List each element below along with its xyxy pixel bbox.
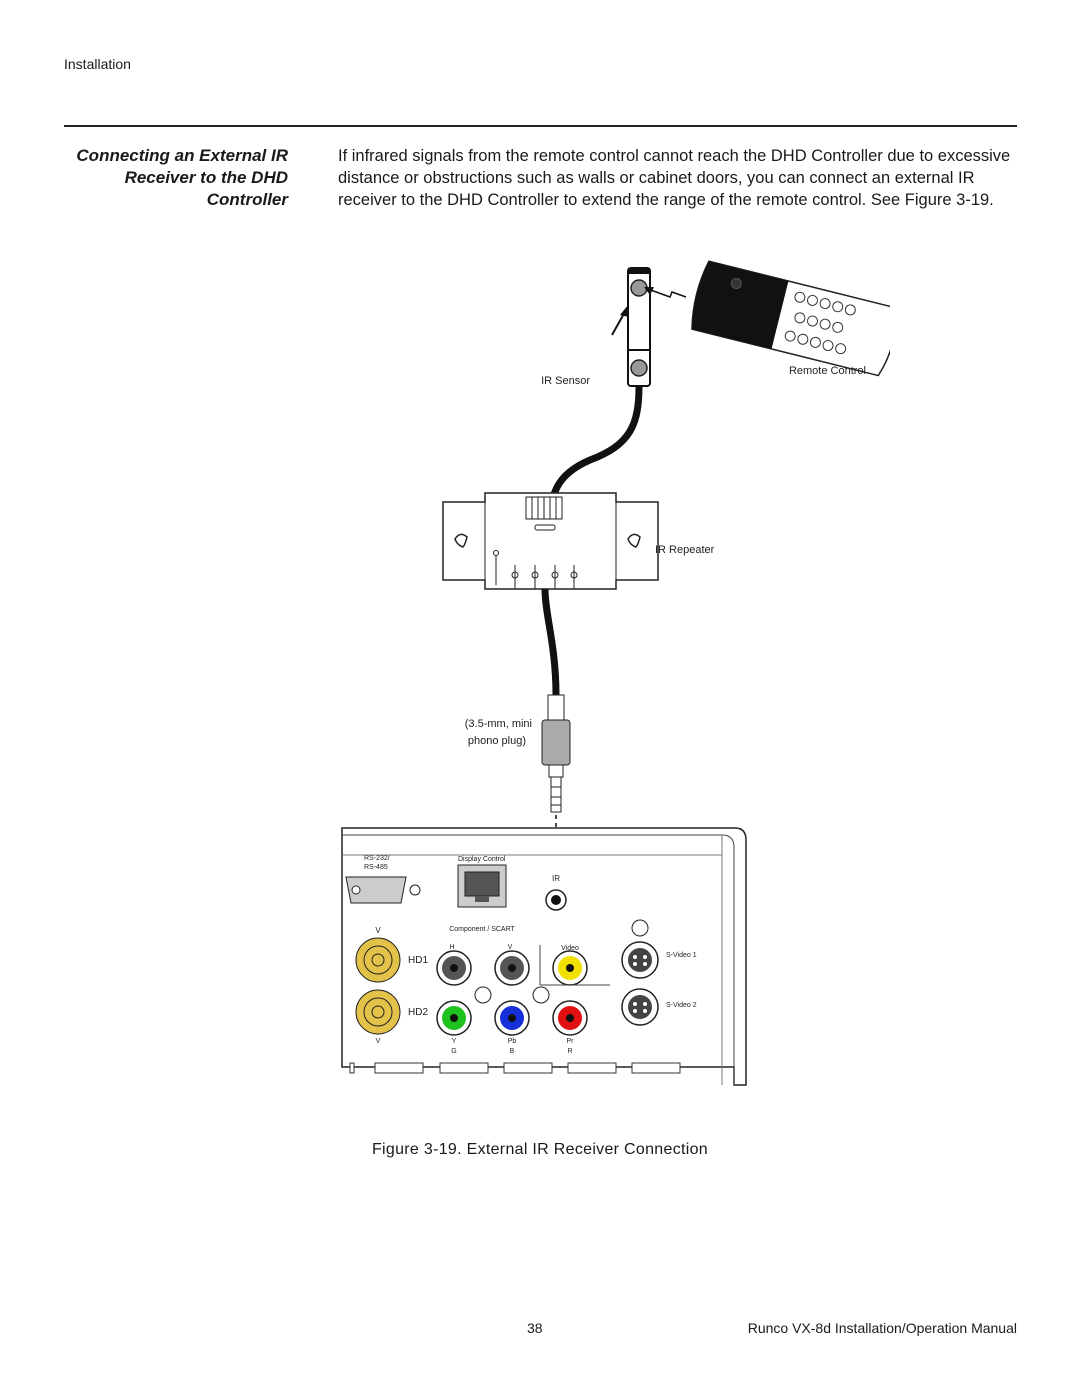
ir-repeater-label: IR Repeater xyxy=(655,544,715,556)
display-control-port xyxy=(457,864,507,908)
plug-label-line2: phono plug) xyxy=(468,735,526,747)
ir-connection-diagram: IR Sensor Remote Control xyxy=(341,260,890,1086)
display-control-label: Display Control xyxy=(458,856,506,863)
remote-control-icon xyxy=(691,260,890,377)
svideo2-port xyxy=(621,988,659,1026)
y-jack xyxy=(436,1000,472,1036)
section-heading: Connecting an External IR Receiver to th… xyxy=(64,145,288,211)
section-body: If infrared signals from the remote cont… xyxy=(338,147,1011,209)
page-number: 38 xyxy=(527,1320,543,1336)
v-mid-label: V xyxy=(508,944,513,951)
g-label: G xyxy=(451,1048,456,1055)
hd1-bnc-connector xyxy=(355,937,401,983)
header-rule xyxy=(64,125,1017,127)
hd2-bnc-connector xyxy=(355,989,401,1035)
figure-caption: Figure 3-19. External IR Receiver Connec… xyxy=(371,1141,709,1158)
pb-label: Pb xyxy=(508,1038,517,1045)
svideo1-port xyxy=(621,941,659,979)
mini-phono-plug xyxy=(541,694,571,813)
pr-jack xyxy=(552,1000,588,1036)
r-label: R xyxy=(567,1048,572,1055)
v-top-label: V xyxy=(375,926,381,935)
v-jack xyxy=(494,950,530,986)
hd2-label: HD2 xyxy=(408,1007,428,1018)
rs232-label: RS-232/ xyxy=(364,855,390,862)
repeater-cable xyxy=(541,588,560,696)
rs485-label: RS-485 xyxy=(364,864,388,871)
svideo2-label: S-Video 2 xyxy=(666,1002,697,1009)
pr-label: Pr xyxy=(567,1038,575,1045)
video-label: Video xyxy=(561,945,579,952)
pb-jack xyxy=(494,1000,530,1036)
rs232-port xyxy=(345,876,421,904)
b-label: B xyxy=(510,1048,515,1055)
component-scart-label: Component / SCART xyxy=(449,926,515,933)
ir-jack-label: IR xyxy=(552,874,560,883)
running-header: Installation xyxy=(64,56,131,72)
v-bottom-label: V xyxy=(376,1038,381,1045)
heading-line: Receiver to the DHD xyxy=(124,168,288,187)
ir-sensor xyxy=(627,267,651,387)
y-label: Y xyxy=(452,1038,457,1045)
ir-sensor-label: IR Sensor xyxy=(541,375,590,387)
ir-connection-figure: IR Sensor Remote Control xyxy=(330,255,890,1095)
video-jack xyxy=(552,950,588,986)
plug-label-line1: (3.5-mm, mini xyxy=(465,718,532,730)
ir-beam-icon xyxy=(647,288,687,298)
h-jack xyxy=(436,950,472,986)
h-label: H xyxy=(449,944,454,951)
ir-repeater xyxy=(442,492,659,590)
ir-jack xyxy=(545,889,567,911)
heading-line: Connecting an External IR xyxy=(76,146,288,165)
remote-control-label: Remote Control xyxy=(789,365,866,377)
svideo1-label: S-Video 1 xyxy=(666,952,697,959)
hd1-label: HD1 xyxy=(408,955,428,966)
heading-line: Controller xyxy=(206,190,288,209)
manual-title: Runco VX-8d Installation/Operation Manua… xyxy=(747,1320,1017,1336)
